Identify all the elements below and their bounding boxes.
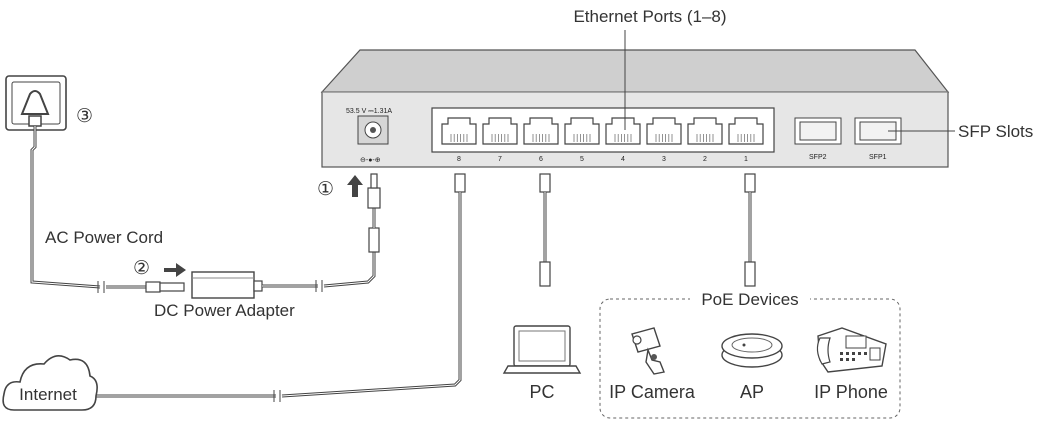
- sfp2-label: SFP2: [809, 154, 827, 161]
- dc-plug: [367, 173, 381, 253]
- step-3-marker: ③: [76, 106, 93, 127]
- port-number-label: 8: [457, 156, 461, 163]
- port-number-label: 4: [621, 156, 625, 163]
- port-number-label: 7: [498, 156, 502, 163]
- port-number-label: 6: [539, 156, 543, 163]
- rj45-port-3: [646, 117, 682, 145]
- polarity-label: ⊖-●-⊕: [360, 157, 381, 164]
- ip-phone-icon: [816, 327, 887, 373]
- ethernet-ports-label: Ethernet Ports (1–8): [573, 7, 726, 26]
- sfp-slots-label: SFP Slots: [958, 122, 1033, 141]
- rj45-port-7: [482, 117, 518, 145]
- rj45-port-1: [728, 117, 764, 145]
- rj45-port-8: [441, 117, 477, 145]
- ac-power-cord-label: AC Power Cord: [45, 228, 163, 247]
- ip-phone-label: IP Phone: [814, 382, 888, 402]
- arrow-right-icon: [164, 263, 186, 277]
- access-point-icon: [721, 333, 783, 368]
- ethernet-cable-port-6: [539, 173, 551, 287]
- power-rating-label: 53.5 V ⎓1.31A: [346, 108, 392, 115]
- ip-camera-label: IP Camera: [609, 382, 696, 402]
- sfp-slot-1: [854, 117, 902, 145]
- pc-label: PC: [529, 382, 554, 402]
- internet-label: Internet: [19, 385, 77, 404]
- ethernet-cable-port-1: [744, 173, 756, 287]
- step-2-marker: ②: [133, 258, 150, 279]
- ip-camera-icon: [631, 327, 665, 375]
- ap-label: AP: [740, 382, 764, 402]
- wall-outlet-icon: [5, 75, 67, 131]
- sfp-slot-2: [794, 117, 842, 145]
- rj45-port-2: [687, 117, 723, 145]
- port-number-label: 1: [744, 156, 748, 163]
- port-number-label: 3: [662, 156, 666, 163]
- dc-power-adapter-label: DC Power Adapter: [154, 301, 295, 320]
- arrow-up-icon: [347, 175, 363, 197]
- rj45-port-6: [523, 117, 559, 145]
- sfp1-label: SFP1: [869, 154, 887, 161]
- ethernet-cable-port-8: [90, 173, 466, 402]
- dc-power-adapter: [191, 271, 263, 299]
- port-number-label: 5: [580, 156, 584, 163]
- step-1-marker: ①: [317, 179, 334, 200]
- rj45-port-5: [564, 117, 600, 145]
- laptop-icon: [502, 325, 582, 374]
- network-switch: 53.5 V ⎓1.31A ⊖-●-⊕ 8 7 6 5 4 3 2 1 SFP2 SFP1: [320, 49, 950, 168]
- ethernet-ports: [441, 117, 764, 145]
- poe-devices-label: PoE Devices: [701, 290, 798, 309]
- port-number-label: 2: [703, 156, 707, 163]
- rj45-port-4: [605, 117, 641, 145]
- internet-cloud-icon: [2, 355, 98, 411]
